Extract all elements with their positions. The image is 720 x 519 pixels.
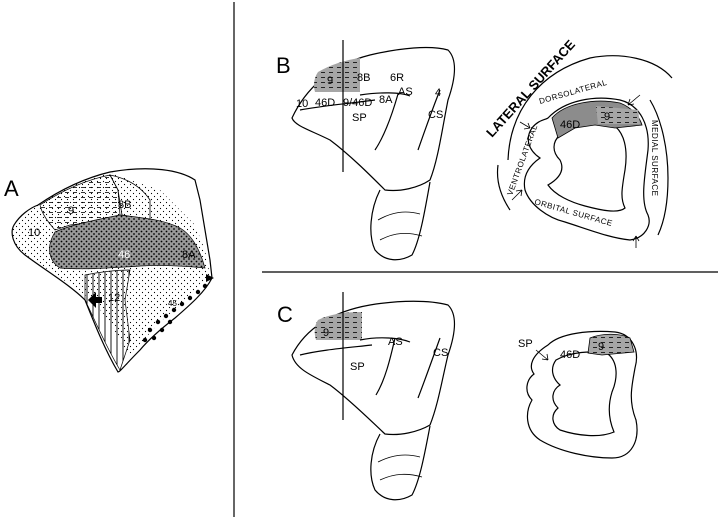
panel-a: A 10 9 8B 46 8A 12 45 <box>4 168 214 373</box>
panel-b-temporal-sulcus <box>377 211 421 221</box>
panel-c-central-sulcus <box>417 337 441 399</box>
medial-arc <box>649 99 669 236</box>
arrow-lateral-icon <box>519 121 531 130</box>
panel-a-area-45: 45 <box>168 299 177 308</box>
panel-c-brain-outline <box>291 300 455 436</box>
panel-b-area-labels: 9 8B 6R 10 46D 9/46D 8A AS 4 CS SP <box>296 72 443 124</box>
panel-b-area-10: 10 <box>296 98 308 110</box>
panel-a-area-46-fill <box>49 214 206 270</box>
panel-b-principal-sulcus <box>299 99 376 111</box>
arrow-orbital-icon <box>511 189 523 201</box>
medial-surface-label: MEDIAL SURFACE <box>650 120 659 197</box>
panel-a-area-labels: 10 9 8B 46 8A 12 45 <box>28 199 196 308</box>
ventrolateral-arc <box>496 164 511 211</box>
panel-b-area-9-shade <box>314 58 360 92</box>
panel-c-area-9: 9 <box>323 327 329 339</box>
panel-c-area-cs: CS <box>433 347 448 359</box>
panel-b-area-as: AS <box>398 86 413 98</box>
panel-b-area-cs: CS <box>428 109 443 121</box>
panel-b-temporal-sulcus-2 <box>379 232 423 241</box>
panel-b-section-area-9-dashes <box>596 106 640 124</box>
panel-c-sp-arrow-icon <box>535 349 549 361</box>
panel-b-area-4: 4 <box>435 87 441 99</box>
panel-c-area-labels: 9 AS CS SP <box>323 327 448 373</box>
panel-b-arcuate-sulcus <box>359 92 411 151</box>
panel-b-temporal-lobe <box>370 181 431 261</box>
panel-c-section-outline <box>526 330 638 459</box>
panel-c-temporal-sulcus <box>377 454 421 463</box>
panel-a-area-8b: 8B <box>118 199 131 211</box>
panel-b: B 9 8B 6R 10 46D 9/46D 8A AS 4 CS SP <box>276 37 673 261</box>
panel-c-area-as: AS <box>388 336 403 348</box>
panel-b-area-9-46d: 9/46D <box>343 97 372 109</box>
panel-c-area-sp: SP <box>350 361 365 373</box>
panel-c: C 9 AS CS SP SP 46D 9 <box>277 292 638 501</box>
panel-c-section-inner <box>551 351 617 437</box>
panel-b-area-8b: 8B <box>357 72 370 84</box>
panel-a-area-8a: 8A <box>182 249 196 261</box>
panel-c-section-area-46d: 46D <box>560 349 580 361</box>
panel-a-pole-tip <box>206 274 214 282</box>
panel-b-letter: B <box>276 53 291 78</box>
lateral-surface-arc <box>507 55 673 161</box>
panel-c-principal-sulcus <box>299 344 373 356</box>
arrow-medial-icon <box>632 235 640 248</box>
arrow-dorsolateral-icon <box>627 94 641 106</box>
panel-a-area-45-dots <box>142 283 208 343</box>
panel-b-area-9: 9 <box>327 75 333 87</box>
panel-c-section-area-9: 9 <box>598 341 604 353</box>
panel-b-area-8a: 8A <box>379 94 393 106</box>
panel-b-area-46d: 46D <box>315 97 335 109</box>
panel-b-brain-outline <box>291 46 455 192</box>
panel-b-area-6r: 6R <box>390 72 404 84</box>
panel-c-section-area-sp: SP <box>518 338 533 350</box>
panel-a-area-12-fill <box>84 269 131 371</box>
panel-c-section-shade <box>587 333 635 356</box>
panel-b-section-area-9: 9 <box>604 111 610 123</box>
panel-a-arrow-icon <box>88 292 102 308</box>
panel-a-area-12: 12 <box>108 292 120 304</box>
panel-b-section-outline <box>523 97 650 241</box>
panel-a-area-46: 46 <box>118 249 130 261</box>
panel-b-central-sulcus <box>417 89 441 151</box>
ventrolateral-label: VENTROLATERAL <box>505 123 539 196</box>
panel-b-section-area-46d: 46D <box>560 119 580 131</box>
panel-a-area-10: 10 <box>28 227 40 239</box>
panel-c-area-9-shade <box>314 312 362 340</box>
panel-c-arcuate-sulcus <box>359 337 411 396</box>
panel-b-area-sp: SP <box>352 112 367 124</box>
panel-c-temporal-lobe <box>370 425 431 501</box>
panel-c-temporal-sulcus-2 <box>379 473 423 481</box>
panel-a-letter: A <box>4 176 19 201</box>
panel-c-letter: C <box>277 302 293 327</box>
panel-a-area-9: 9 <box>68 205 74 217</box>
